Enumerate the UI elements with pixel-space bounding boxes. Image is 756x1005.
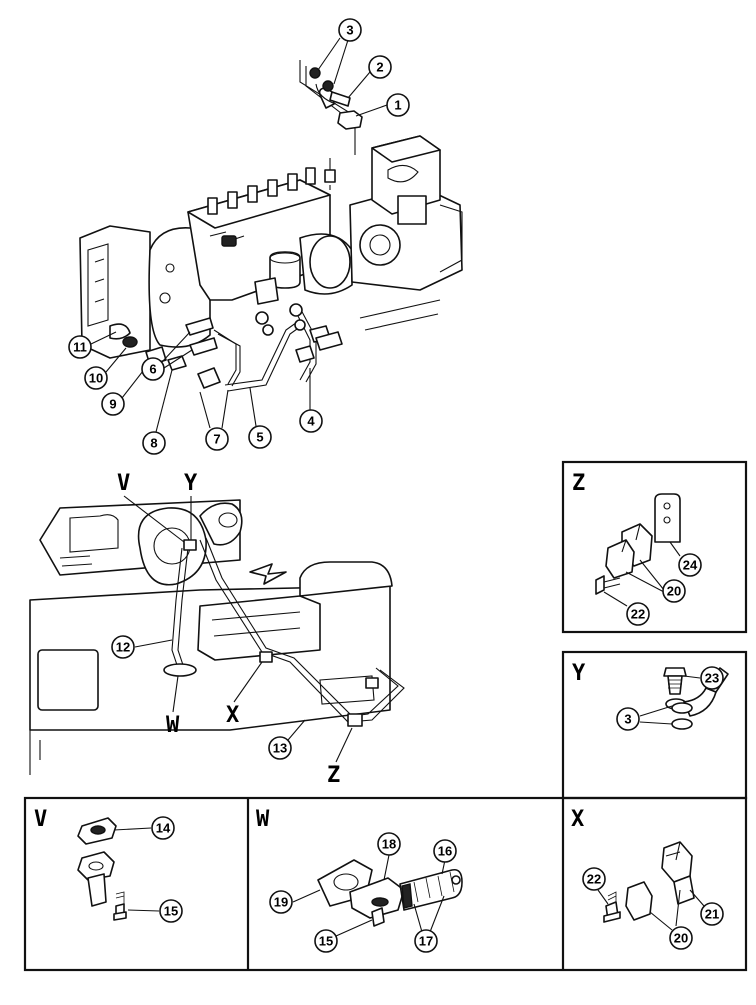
svg-text:11: 11 [73,340,87,355]
svg-text:23: 23 [705,671,719,686]
callout-17: 17 [413,895,445,953]
svg-text:1: 1 [394,98,401,113]
svg-text:15: 15 [319,934,333,949]
injection-pump-illustration [79,60,463,392]
svg-text:8: 8 [150,436,157,451]
svg-text:Y: Y [184,471,198,496]
callout-19: 19 [269,889,321,914]
view-marker-z: Z [327,727,353,788]
callout-7: 7 [199,389,229,451]
svg-text:12: 12 [116,640,130,655]
callout-11: 11 [68,331,117,359]
callout-15-v: 15 [127,899,183,923]
svg-text:16: 16 [438,844,452,859]
callout-4: 4 [299,368,323,433]
svg-text:15: 15 [164,904,178,919]
svg-text:7: 7 [213,432,220,447]
callout-14: 14 [113,816,175,840]
svg-text:13: 13 [273,741,287,756]
panel-w-parts [317,859,463,927]
callout-3-top: 3 [317,18,362,85]
panel-x-label: X [571,807,584,832]
callout-1: 1 [355,93,410,117]
callout-22-x: 22 [582,867,609,905]
svg-text:20: 20 [667,584,681,599]
svg-text:18: 18 [382,837,396,852]
callout-2: 2 [347,55,392,99]
svg-text:22: 22 [587,872,601,887]
svg-text:5: 5 [256,430,263,445]
callout-12: 12 [111,635,173,659]
svg-text:9: 9 [109,397,116,412]
svg-text:4: 4 [307,414,315,429]
panel-v-parts [77,817,127,921]
panel-v-label: V [34,807,47,832]
callout-8: 8 [142,369,173,455]
callout-24: 24 [669,541,702,577]
svg-text:17: 17 [419,934,433,949]
svg-text:10: 10 [89,371,103,386]
callout-16: 16 [433,839,457,875]
callout-23: 23 [683,666,724,690]
callout-18: 18 [377,832,401,881]
panel-w-label: W [256,807,270,832]
svg-text:Z: Z [327,763,340,788]
svg-text:20: 20 [674,931,688,946]
view-marker-x: X [226,661,263,728]
callout-20-x: 20 [649,889,693,950]
panel-y-label: Y [572,661,586,686]
svg-text:6: 6 [149,362,156,377]
svg-text:21: 21 [705,907,719,922]
panel-z-parts [595,493,681,595]
callout-21: 21 [689,889,724,926]
callout-20-z: 20 [625,559,686,603]
svg-text:V: V [117,471,130,496]
view-marker-v: V [117,471,185,543]
callout-6: 6 [141,331,193,381]
svg-text:19: 19 [274,895,288,910]
detail-row-frame [23,796,748,972]
svg-text:22: 22 [631,607,645,622]
svg-text:14: 14 [156,821,171,836]
detail-panel-z [561,460,748,634]
svg-text:2: 2 [376,60,383,75]
panel-z-label: Z [572,471,585,496]
callout-10: 10 [84,347,127,390]
view-marker-y: Y [184,471,198,540]
panel-x-parts [603,841,695,923]
svg-text:24: 24 [683,558,698,573]
delivery-valves [207,167,316,247]
callout-5: 5 [248,387,272,449]
svg-text:3: 3 [346,23,353,38]
callout-22-z: 22 [603,591,650,626]
callout-13: 13 [268,719,306,760]
view-marker-w: W [166,675,180,738]
svg-text:X: X [226,703,239,728]
svg-text:3: 3 [624,712,631,727]
turbo-oil-line-illustration [29,499,405,775]
callout-15-w: 15 [314,919,373,953]
callout-3-y: 3 [616,705,673,731]
svg-text:W: W [166,713,180,738]
